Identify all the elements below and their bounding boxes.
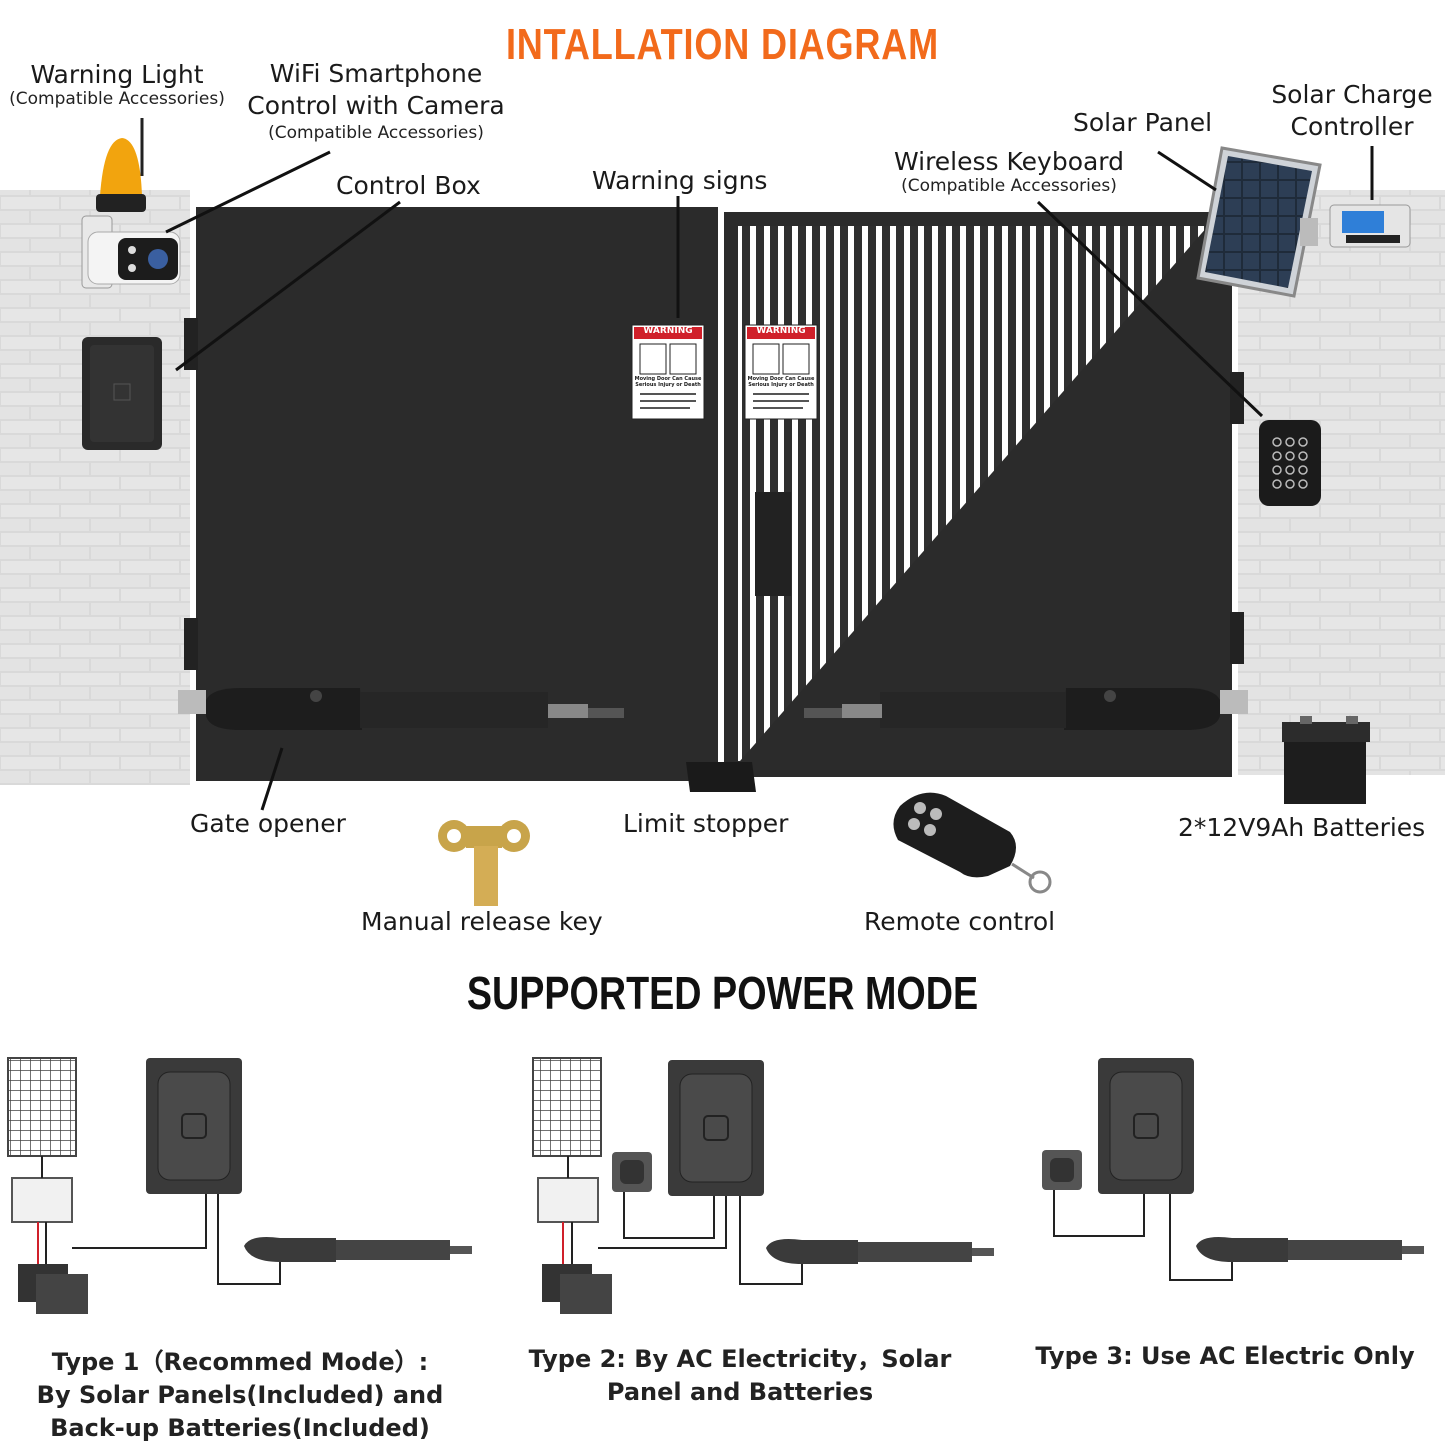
type1-battery-icon xyxy=(18,1264,88,1314)
warning-sign-left-header: WARNING xyxy=(643,326,693,336)
type1-caption-line2: By Solar Panels(Included) and xyxy=(36,1381,444,1409)
control-box-icon xyxy=(82,337,162,450)
batteries-icon xyxy=(1282,716,1370,804)
wifi-label-line2: Control with Camera xyxy=(247,91,505,120)
type2-solar-panel-icon xyxy=(532,1057,602,1157)
installation-diagram-title: INTALLATION DIAGRAM xyxy=(505,20,940,69)
remote-control-icon xyxy=(893,792,1052,894)
type3-gate-opener-icon xyxy=(1196,1237,1424,1262)
manual-release-key-label: Manual release key xyxy=(361,907,603,936)
wireless-keyboard-label-group: Wireless Keyboard (Compatible Accessorie… xyxy=(880,147,1138,196)
type1-control-box-icon xyxy=(146,1058,242,1194)
type3-control-box-icon xyxy=(1098,1058,1194,1194)
type2-gate-opener-icon xyxy=(766,1239,994,1264)
solar-charge-label-line2: Controller xyxy=(1290,112,1414,141)
type3-caption-line1: Type 3: Use AC Electric Only xyxy=(1035,1342,1415,1370)
warning-light-label: Warning Light xyxy=(30,60,204,89)
left-gate-opener-icon xyxy=(178,688,624,730)
wireless-keyboard-label: Wireless Keyboard xyxy=(893,147,1125,176)
type2-wiring xyxy=(562,1156,803,1285)
solar-charge-label-line1: Solar Charge xyxy=(1271,80,1433,109)
wifi-sublabel: (Compatible Accessories) xyxy=(268,123,484,143)
type3-wiring xyxy=(1053,1190,1233,1281)
warning-sign-right xyxy=(744,324,818,420)
type1-wiring xyxy=(37,1156,281,1285)
type2-battery-icon xyxy=(542,1264,612,1314)
wifi-label-group: WiFi Smartphone Control with Camera (Com… xyxy=(236,58,516,144)
control-box-label: Control Box xyxy=(336,171,481,200)
remote-control-label: Remote control xyxy=(864,907,1056,936)
limit-stopper-label: Limit stopper xyxy=(623,809,789,838)
type1-caption-line3: Back-up Batteries(Included) xyxy=(50,1414,430,1442)
batteries-label: 2*12V9Ah Batteries xyxy=(1178,813,1426,842)
type1-charge-controller-icon xyxy=(11,1177,73,1223)
warning-light-icon xyxy=(96,118,146,212)
solar-panel-icon xyxy=(1196,146,1322,298)
type2-control-box-icon xyxy=(668,1060,764,1196)
type3-socket-icon xyxy=(1042,1150,1082,1190)
wireless-keypad-icon xyxy=(1259,420,1321,506)
solar-panel-label: Solar Panel xyxy=(1073,108,1213,137)
wifi-camera-icon xyxy=(81,215,181,289)
type1-caption: Type 1（Recommed Mode）: By Solar Panels(I… xyxy=(20,1346,460,1445)
left-gate-leaf xyxy=(196,207,718,781)
type2-caption-line1: Type 2: By AC Electricity，Solar xyxy=(528,1345,952,1373)
gate-opener-label: Gate opener xyxy=(190,809,346,838)
left-brick-wall xyxy=(0,190,190,785)
type3-caption: Type 3: Use AC Electric Only xyxy=(1020,1340,1430,1373)
warning-signs-label: Warning signs xyxy=(592,166,768,195)
type1-solar-panel-icon xyxy=(7,1057,77,1157)
limit-stopper-icon xyxy=(686,762,756,792)
type2-socket-icon xyxy=(612,1152,652,1192)
supported-power-mode-title: SUPPORTED POWER MODE xyxy=(466,967,979,1019)
warning-sign-left xyxy=(631,324,705,420)
solar-charge-label-group: Solar Charge Controller xyxy=(1262,79,1442,143)
solar-charge-controller-icon xyxy=(1329,204,1411,248)
right-gate-opener-icon xyxy=(804,688,1248,730)
warning-sign-right-header: WARNING xyxy=(756,326,806,336)
leader-lines xyxy=(165,146,1374,811)
type2-caption: Type 2: By AC Electricity，Solar Panel an… xyxy=(520,1343,960,1409)
type2-charge-controller-icon xyxy=(537,1177,599,1223)
wireless-keyboard-sublabel: (Compatible Accessories) xyxy=(901,176,1117,196)
type2-caption-line2: Panel and Batteries xyxy=(606,1378,874,1406)
type1-caption-line1: Type 1（Recommed Mode）: xyxy=(51,1348,429,1376)
wifi-label-line1: WiFi Smartphone xyxy=(269,59,483,88)
type1-gate-opener-icon xyxy=(244,1237,472,1262)
warning-light-sublabel: (Compatible Accessories) xyxy=(9,89,225,109)
manual-release-key-icon xyxy=(438,820,530,906)
warning-light-label-group: Warning Light (Compatible Accessories) xyxy=(4,60,230,109)
